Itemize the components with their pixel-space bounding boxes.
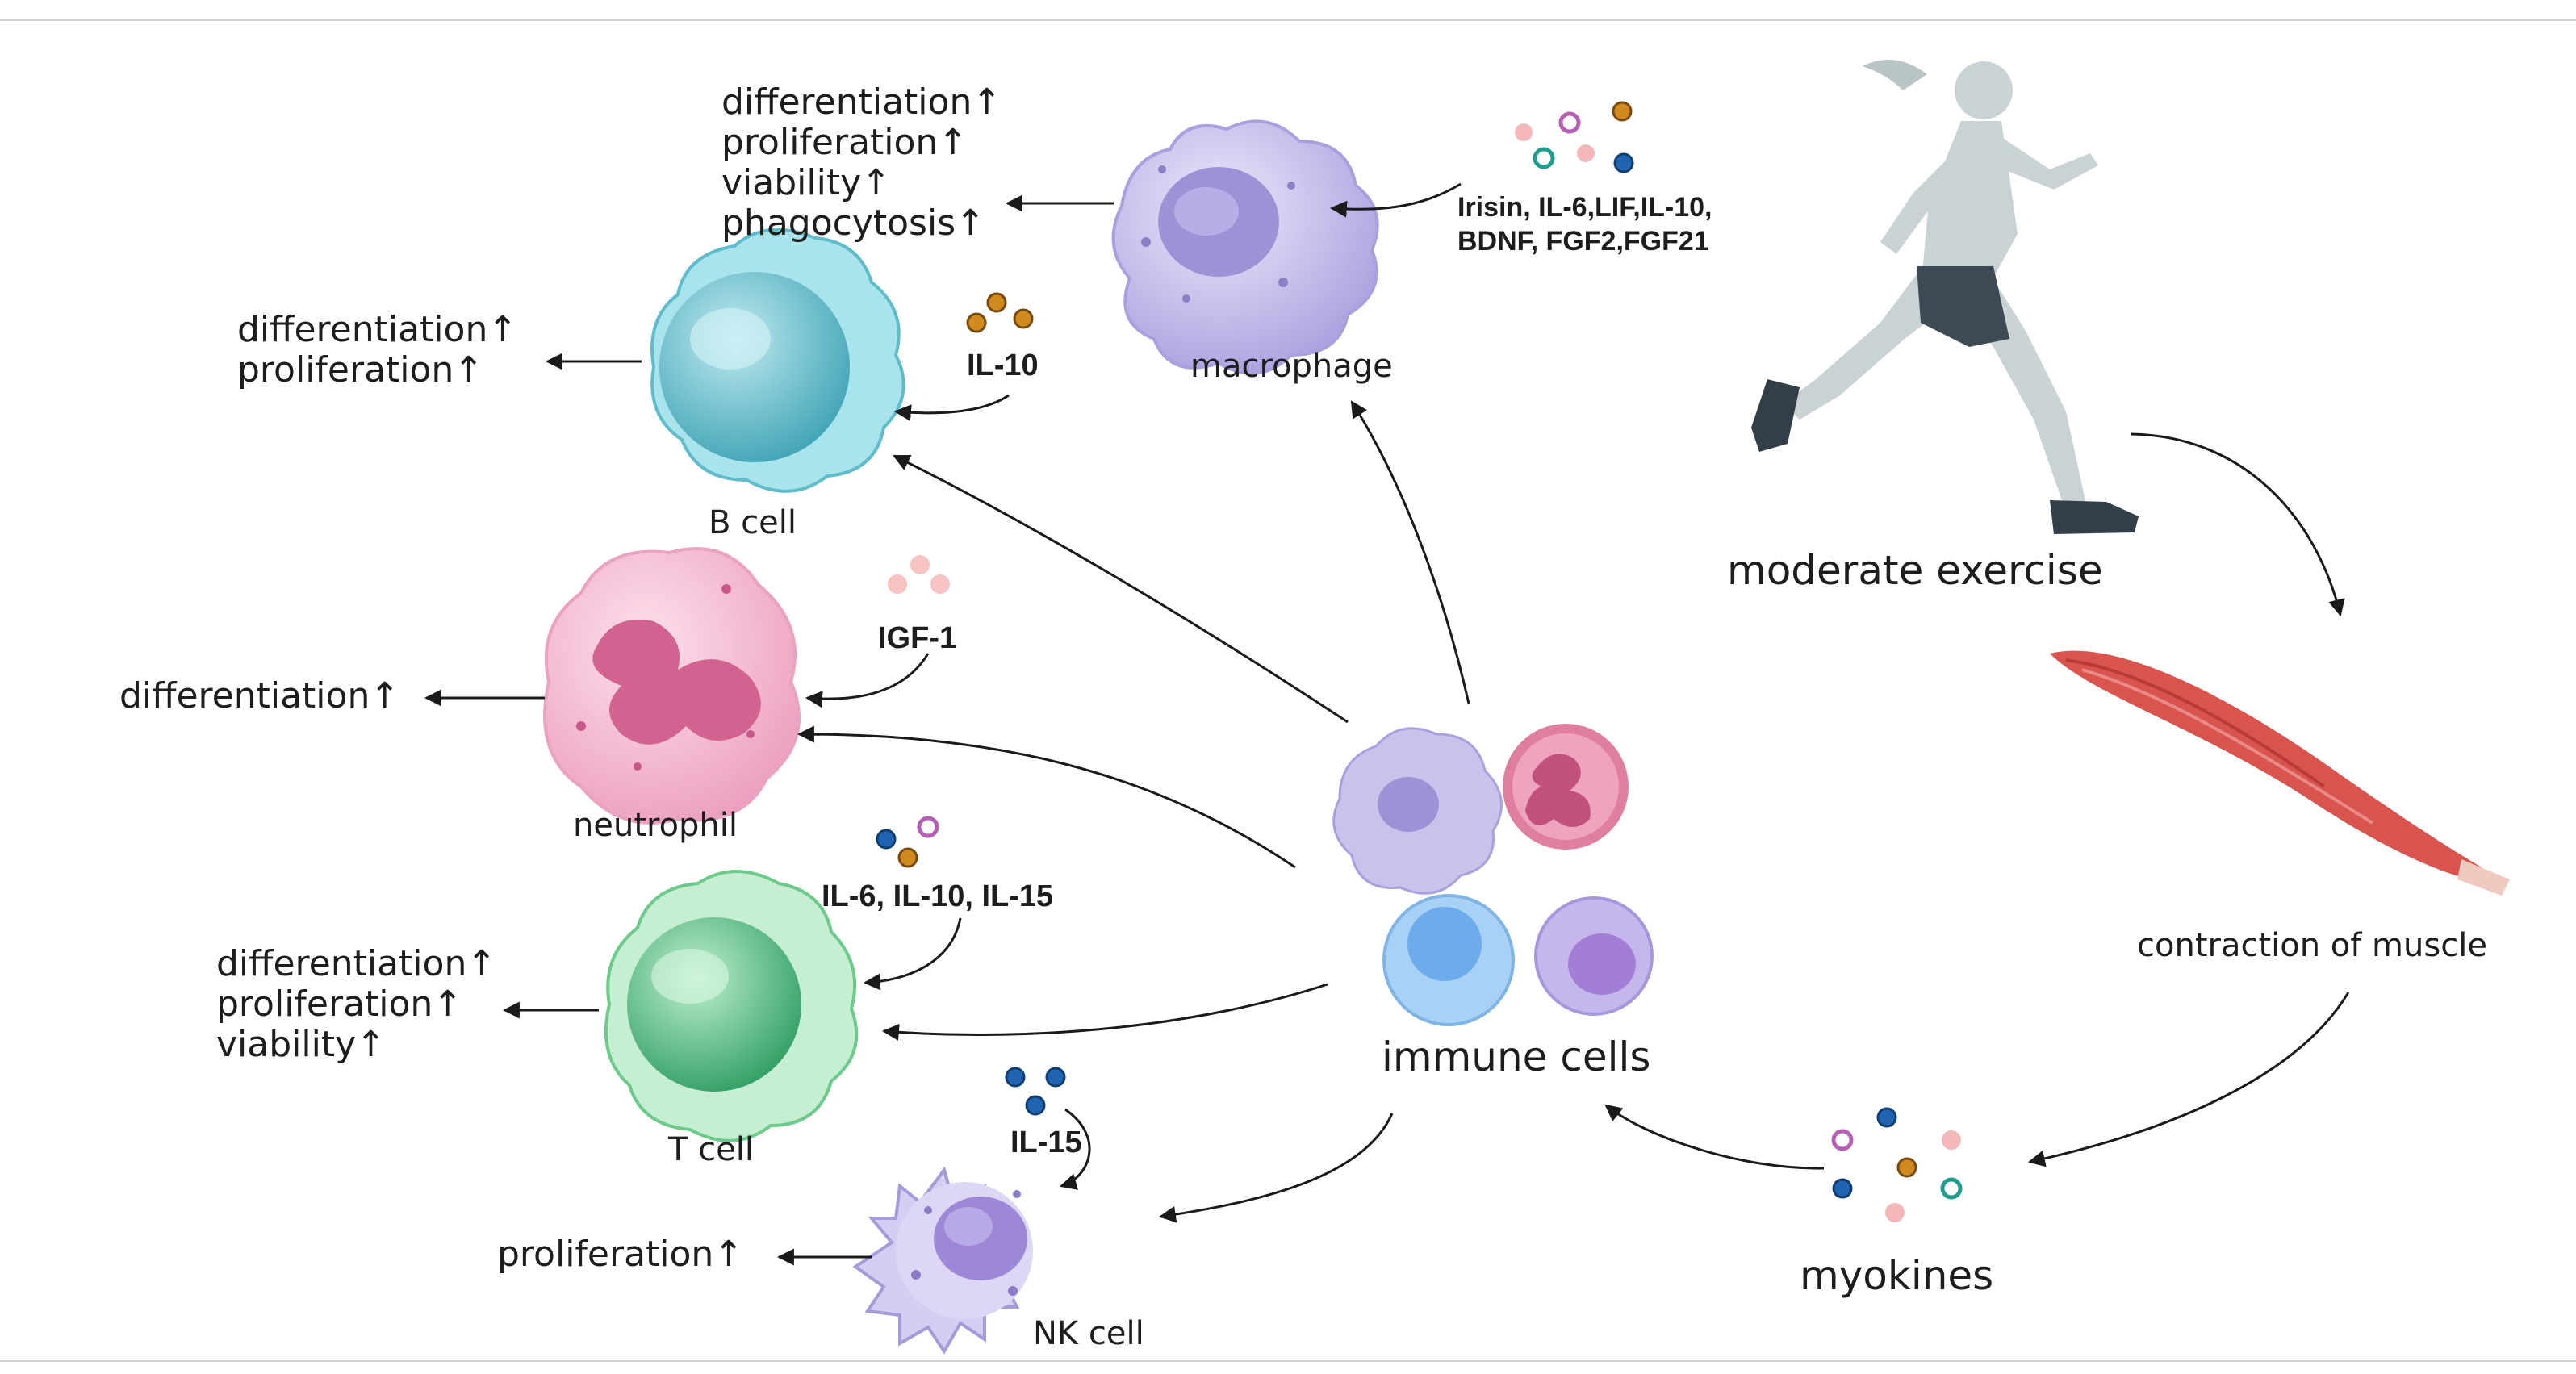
arrow-cytokine-nk-cell <box>1059 1108 1091 1190</box>
nk-cell-icon <box>852 1166 1033 1355</box>
macrophage-effect-proliferation: proliferation↑ <box>721 122 968 163</box>
cytokine-dots-nk-cell <box>1005 1067 1066 1116</box>
t-cell-effects: differentiation↑ proliferation↑ viabilit… <box>216 944 496 1065</box>
b-cell-effects: differentiation↑ proliferation↑ <box>237 310 517 390</box>
arrow-immune-to-nk-cell <box>1158 1113 1394 1223</box>
macrophage-cytokines-line-2: BDNF, FGF2,FGF21 <box>1457 226 1709 257</box>
nk-cell-label: NK cell <box>1033 1315 1144 1352</box>
b-cell-label: B cell <box>709 504 797 541</box>
bottom-border <box>0 1360 2576 1362</box>
arrow-exercise-to-muscle <box>2130 432 2345 617</box>
t-cell-icon <box>604 870 859 1142</box>
arrow-immune-to-macrophage <box>1350 400 1470 704</box>
b-cell-effect-differentiation: differentiation↑ <box>237 309 518 350</box>
arrow-immune-to-neutrophil <box>797 725 1296 869</box>
cytokine-dots-macrophage <box>1515 101 1634 173</box>
t-cell-label: T cell <box>668 1131 754 1168</box>
arrow-cytokine-neutrophil <box>805 653 930 708</box>
nk-cell-cytokine-label: IL-15 <box>1010 1126 1082 1159</box>
cytokine-dots-neutrophil <box>888 555 950 594</box>
immune-cells-label: immune cells <box>1382 1034 1651 1080</box>
muscle-icon <box>2050 650 2510 896</box>
t-cell-effect-viability: viability↑ <box>216 1024 386 1065</box>
macrophage-effect-differentiation: differentiation↑ <box>721 81 1002 123</box>
macrophage-effect-phagocytosis: phagocytosis↑ <box>721 203 985 244</box>
neutrophil-cytokine-label: IGF-1 <box>878 621 957 655</box>
top-border <box>0 19 2576 21</box>
b-cell-cytokine-label: IL-10 <box>967 349 1039 382</box>
macrophage-icon <box>1111 119 1379 375</box>
neutrophil-label: neutrophil <box>573 807 738 844</box>
cytokine-dots-b-cell <box>966 292 1034 333</box>
arrows <box>424 182 2350 1266</box>
arrow-cytokine-macrophage <box>1329 182 1462 218</box>
arrow-myokines-to-immune <box>1604 1104 1825 1170</box>
immune-cells-cluster-icon <box>1332 724 1654 1026</box>
neutrophil-icon <box>543 547 801 825</box>
t-cell-effect-differentiation: differentiation↑ <box>216 943 497 984</box>
moderate-exercise-label: moderate exercise <box>1727 547 2103 594</box>
arrow-muscle-to-myokines <box>2027 992 2350 1167</box>
macrophage-label: macrophage <box>1190 348 1393 385</box>
macrophage-effect-viability: viability↑ <box>721 162 891 203</box>
neutrophil-effects: differentiation↑ <box>119 676 399 716</box>
arrow-cytokine-b-cell <box>893 394 1010 422</box>
arrow-cytokine-t-cell <box>863 917 962 991</box>
cytokine-dots-myokines <box>1831 1107 1963 1222</box>
neutrophil-effect-differentiation: differentiation↑ <box>119 675 400 716</box>
b-cell-effect-proliferation: proliferation↑ <box>237 349 484 390</box>
macrophage-effects: differentiation↑ proliferation↑ viabilit… <box>721 82 1002 244</box>
t-cell-cytokines-label: IL-6, IL-10, IL-15 <box>822 879 1054 913</box>
t-cell-effect-proliferation: proliferation↑ <box>216 984 463 1025</box>
arrow-immune-to-t-cell <box>881 983 1328 1041</box>
contraction-of-muscle-label: contraction of muscle <box>2137 927 2487 964</box>
myokines-label: myokines <box>1800 1252 1994 1299</box>
arrow-immune-to-b-cell <box>893 454 1349 724</box>
nk-cell-effect-proliferation: proliferation↑ <box>497 1234 744 1275</box>
cytokine-dots-t-cell <box>876 816 939 868</box>
b-cell-icon <box>650 228 905 493</box>
macrophage-cytokines-label: Irisin, IL-6,LIF,IL-10, BDNF, FGF2,FGF21 <box>1457 190 1712 258</box>
macrophage-cytokines-line-1: Irisin, IL-6,LIF,IL-10, <box>1457 192 1712 223</box>
nk-cell-effects: proliferation↑ <box>497 1234 743 1275</box>
runner-icon <box>1751 60 2139 534</box>
